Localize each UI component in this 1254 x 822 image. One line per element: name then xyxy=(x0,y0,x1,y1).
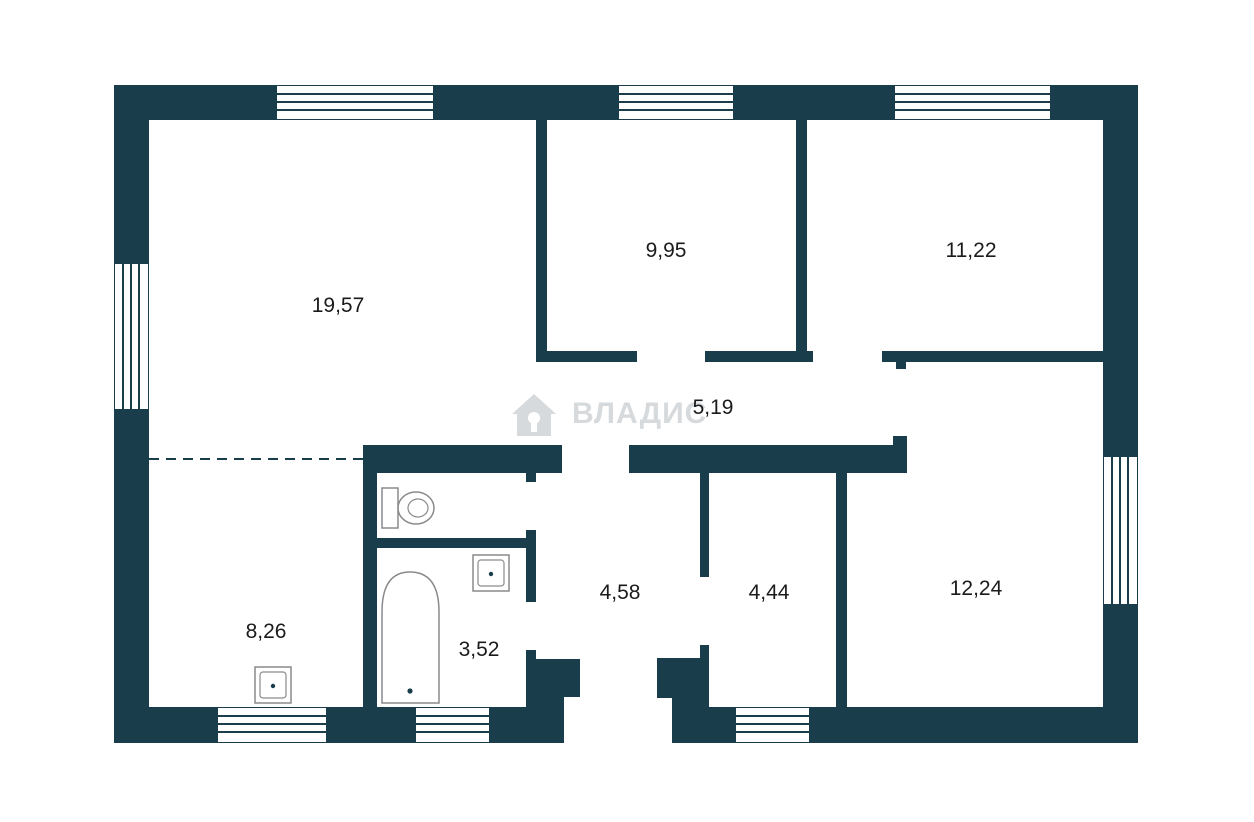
window-bottom-3 xyxy=(736,708,809,742)
left-wall xyxy=(114,85,149,743)
window-top-2 xyxy=(619,86,733,119)
window-left xyxy=(115,264,148,409)
sink-icon xyxy=(472,554,510,592)
wall-bath-right xyxy=(526,530,536,602)
wall-bedroom-bottom-left xyxy=(536,351,637,362)
wall-corridor-top xyxy=(629,445,907,473)
window-top-1 xyxy=(277,86,433,119)
watermark: ВЛАДИС xyxy=(512,394,707,436)
window-top-3 xyxy=(895,86,1050,119)
room-area-kitchen: 8,26 xyxy=(246,620,287,643)
wall-bedroom-right xyxy=(796,120,807,362)
wall-storage-left-upper xyxy=(700,473,709,577)
wall-stub-right xyxy=(896,351,906,369)
bottom-wall-left xyxy=(114,707,564,743)
room-area-bathroom: 3,52 xyxy=(459,638,500,661)
wall-room-11-bottom xyxy=(882,351,1103,362)
right-wall xyxy=(1103,85,1138,743)
window-bottom-2 xyxy=(416,708,489,742)
bathtub-icon xyxy=(381,571,440,704)
wall-wc-right-stub xyxy=(526,445,536,482)
window-right xyxy=(1104,457,1137,604)
wall-bedroom-bottom-right xyxy=(705,351,813,362)
room-area-bedroom-top-middle: 9,95 xyxy=(646,239,687,262)
sink-icon xyxy=(254,666,292,704)
area-labels: 19,57 9,95 11,22 5,19 8,26 3,52 4,58 4,4… xyxy=(246,239,1003,661)
room-area-living: 19,57 xyxy=(312,294,365,317)
toilet-icon xyxy=(381,487,435,529)
wall-corridor-top-stub xyxy=(893,436,907,473)
window-bottom-1 xyxy=(218,708,326,742)
wall-wc-bath-divider xyxy=(377,538,536,548)
house-logo-icon xyxy=(512,394,556,436)
wall-storage-right xyxy=(836,473,847,707)
interior-walls xyxy=(363,120,1103,707)
wall-bath-jamb-lower xyxy=(526,680,564,707)
wall-kitchen-divider xyxy=(363,445,377,707)
room-area-bedroom-bottom-right: 12,24 xyxy=(950,577,1003,600)
watermark-text: ВЛАДИС xyxy=(572,397,707,430)
wall-bedroom-left xyxy=(536,120,547,362)
room-area-corridor: 4,58 xyxy=(600,581,641,604)
windows xyxy=(115,86,1137,742)
room-area-storage: 4,44 xyxy=(749,581,790,604)
wall-storage-jamb-lower xyxy=(672,680,709,707)
room-area-hallway: 5,19 xyxy=(693,396,734,419)
room-area-bedroom-top-right: 11,22 xyxy=(946,239,997,262)
